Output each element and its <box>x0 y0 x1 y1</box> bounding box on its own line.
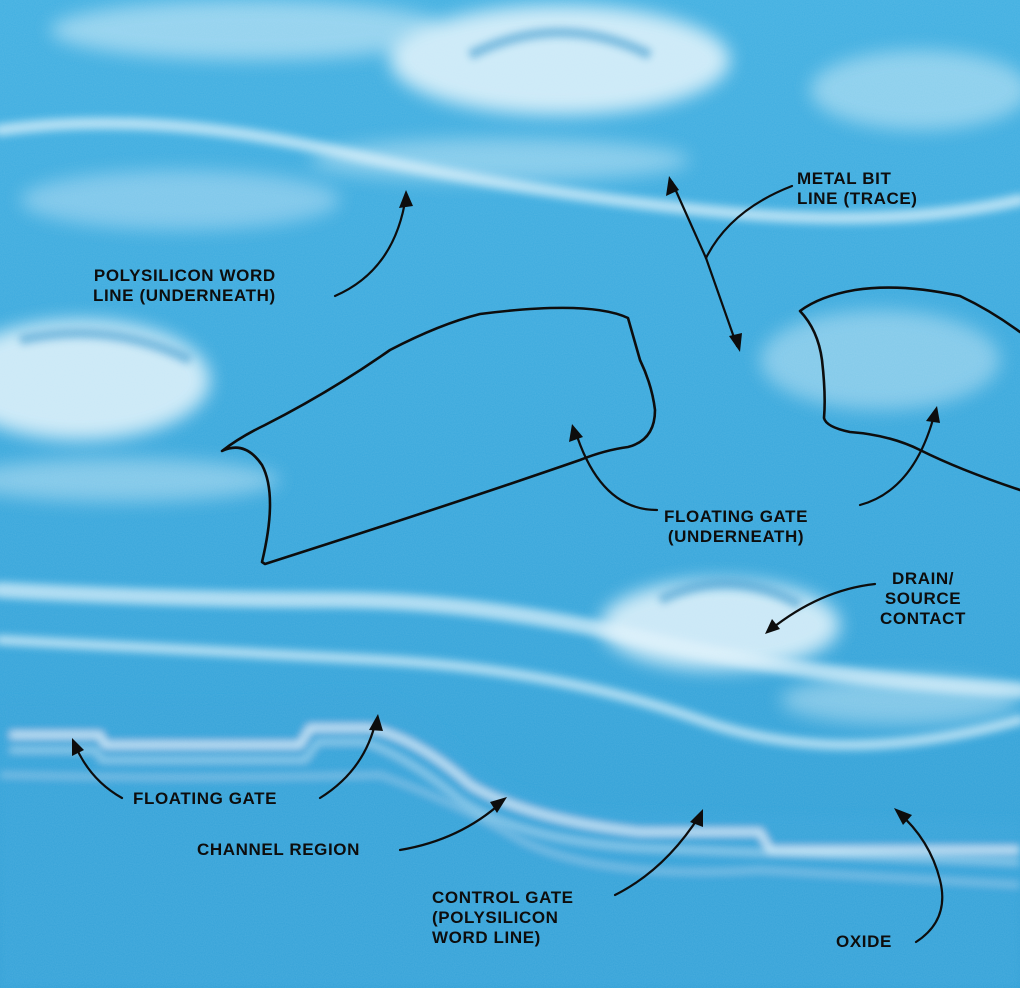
label-control-gate: CONTROL GATE (POLYSILICON WORD LINE) <box>432 888 574 948</box>
label-line: DRAIN/ <box>880 569 966 589</box>
label-channel-region: CHANNEL REGION <box>197 840 360 860</box>
label-line: FLOATING GATE <box>133 789 277 809</box>
label-line: CHANNEL REGION <box>197 840 360 860</box>
label-line: SOURCE <box>880 589 966 609</box>
label-metal-bit-line-trace: METAL BIT LINE (TRACE) <box>797 169 918 209</box>
label-line: LINE (UNDERNEATH) <box>93 286 276 306</box>
label-floating-gate-underneath: FLOATING GATE (UNDERNEATH) <box>664 507 808 547</box>
label-line: METAL BIT <box>797 169 918 189</box>
label-line: FLOATING GATE <box>664 507 808 527</box>
label-drain-source-contact: DRAIN/ SOURCE CONTACT <box>880 569 966 629</box>
label-line: OXIDE <box>836 932 892 952</box>
label-oxide: OXIDE <box>836 932 892 952</box>
label-line: CONTROL GATE <box>432 888 574 908</box>
label-line: (UNDERNEATH) <box>664 527 808 547</box>
label-line: (POLYSILICON <box>432 908 574 928</box>
label-polysilicon-word-line-underneath: POLYSILICON WORD LINE (UNDERNEATH) <box>93 266 276 306</box>
label-floating-gate: FLOATING GATE <box>133 789 277 809</box>
label-line: CONTACT <box>880 609 966 629</box>
label-line: POLYSILICON WORD <box>93 266 276 286</box>
label-line: WORD LINE) <box>432 928 574 948</box>
label-line: LINE (TRACE) <box>797 189 918 209</box>
